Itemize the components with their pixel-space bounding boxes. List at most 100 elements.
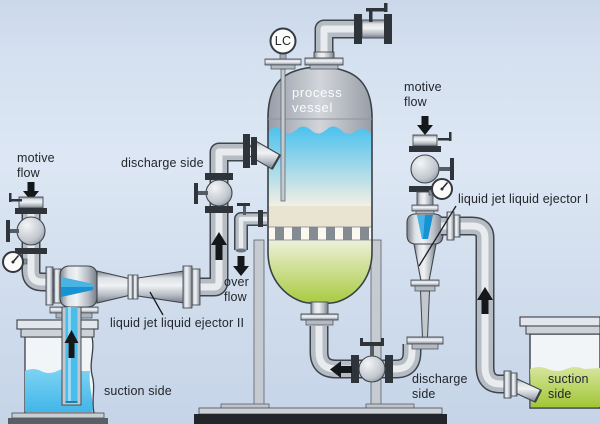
flow-arrow-down	[233, 256, 249, 276]
flange	[45, 266, 54, 306]
tank-lid-rim	[16, 319, 99, 330]
vapor-valve	[354, 3, 392, 44]
bottom-valve	[351, 338, 393, 383]
ejector-diffuser	[137, 270, 185, 304]
vapor-line	[304, 3, 392, 70]
flange	[503, 370, 512, 399]
ejector-diffuser	[413, 243, 437, 282]
flange	[15, 248, 47, 254]
label-line: over	[224, 275, 249, 289]
vessel-liquid-green	[268, 240, 372, 304]
motive-valve-left	[16, 216, 46, 246]
flow-arrow-down	[417, 116, 433, 135]
suction-pipe-left	[61, 306, 82, 406]
flange	[453, 214, 461, 238]
label-line: process	[292, 85, 343, 100]
flange	[409, 146, 441, 152]
vessel-tray-checker	[268, 227, 372, 240]
tank-lid-rim	[519, 316, 600, 327]
motive-line-left	[2, 182, 54, 292]
leader-lines	[149, 205, 457, 316]
tank-liquid-green	[530, 367, 600, 407]
flange	[409, 186, 441, 192]
ejector-2	[45, 265, 201, 406]
overflow-outlet	[235, 248, 247, 253]
overflow-line	[233, 203, 267, 276]
suction-tank-left	[8, 319, 108, 424]
label-ejector-1: liquid jet liquid ejector I	[458, 192, 589, 206]
tank-lid	[525, 325, 600, 335]
flange	[127, 274, 134, 300]
label-line: flow	[17, 165, 40, 180]
dip-tube	[280, 68, 286, 202]
label-line: discharge	[412, 372, 468, 386]
label-line: side	[548, 386, 572, 401]
flange	[15, 208, 47, 214]
base-plate-top	[198, 407, 443, 415]
label-line: motive	[404, 80, 442, 94]
flange	[510, 372, 518, 397]
stand-post-left	[253, 239, 265, 407]
label-suction-side-right: suction side	[548, 372, 589, 402]
label-level-controller: LC	[274, 34, 292, 48]
flow-arrow-down	[23, 182, 39, 201]
leader-ejector-2	[149, 291, 164, 316]
tank-base-top	[11, 412, 105, 419]
motive-valve-right	[410, 154, 440, 184]
overflow-valve-handle	[237, 203, 250, 206]
flange	[354, 14, 362, 44]
level-controller-icon	[269, 27, 297, 55]
flow-arrow-up	[64, 330, 79, 358]
pressure-gauge-icon	[2, 251, 28, 273]
tank-lid	[20, 328, 95, 338]
suction-tank-right	[519, 316, 600, 409]
label-line: flow	[404, 94, 427, 109]
label-line: motive	[17, 151, 55, 165]
vessel-band-cream	[268, 206, 372, 228]
valve-body	[205, 179, 233, 207]
flange	[384, 14, 392, 44]
lc-flange	[264, 58, 302, 66]
bottom-discharge-line	[300, 301, 422, 383]
flange	[385, 355, 393, 383]
valve-handwheel	[194, 183, 198, 204]
valve-handwheel	[450, 158, 454, 180]
ejector-1	[406, 116, 454, 350]
tank-liquid-blue	[25, 369, 93, 412]
flange	[410, 279, 440, 287]
valve-handwheel	[6, 220, 10, 242]
riser-valve	[194, 173, 233, 213]
flange	[243, 134, 250, 168]
label-process-vessel: process vessel	[292, 85, 342, 116]
label-discharge-side-top: discharge side	[121, 156, 204, 170]
valve-body	[358, 355, 386, 383]
label-discharge-side-bottom: discharge side	[412, 372, 468, 402]
label-line: side	[412, 386, 436, 401]
flange	[258, 210, 263, 227]
vessel-inlet-nozzle	[243, 134, 281, 170]
vessel-outline	[267, 66, 373, 305]
label-suction-side-left: suction side	[104, 384, 172, 398]
flange	[351, 355, 359, 383]
vessel-liquid-blue	[268, 126, 372, 208]
level-controller	[264, 27, 302, 202]
tank-base	[8, 418, 108, 424]
label-overflow: over flow	[224, 275, 249, 305]
flange	[406, 336, 444, 345]
flange	[446, 211, 455, 241]
flange	[191, 268, 201, 306]
flange	[132, 274, 139, 300]
suction-riser-right	[441, 211, 542, 403]
flow-arrow-left	[330, 361, 352, 378]
flange	[205, 173, 233, 180]
flow-arrow-up	[477, 287, 493, 314]
leader-ejector-1	[418, 205, 457, 267]
label-line: flow	[224, 289, 247, 304]
label-line: vessel	[292, 100, 334, 116]
valve-handle	[366, 8, 387, 12]
label-line: suction	[548, 372, 589, 386]
flange	[251, 137, 257, 165]
flange	[182, 265, 193, 309]
